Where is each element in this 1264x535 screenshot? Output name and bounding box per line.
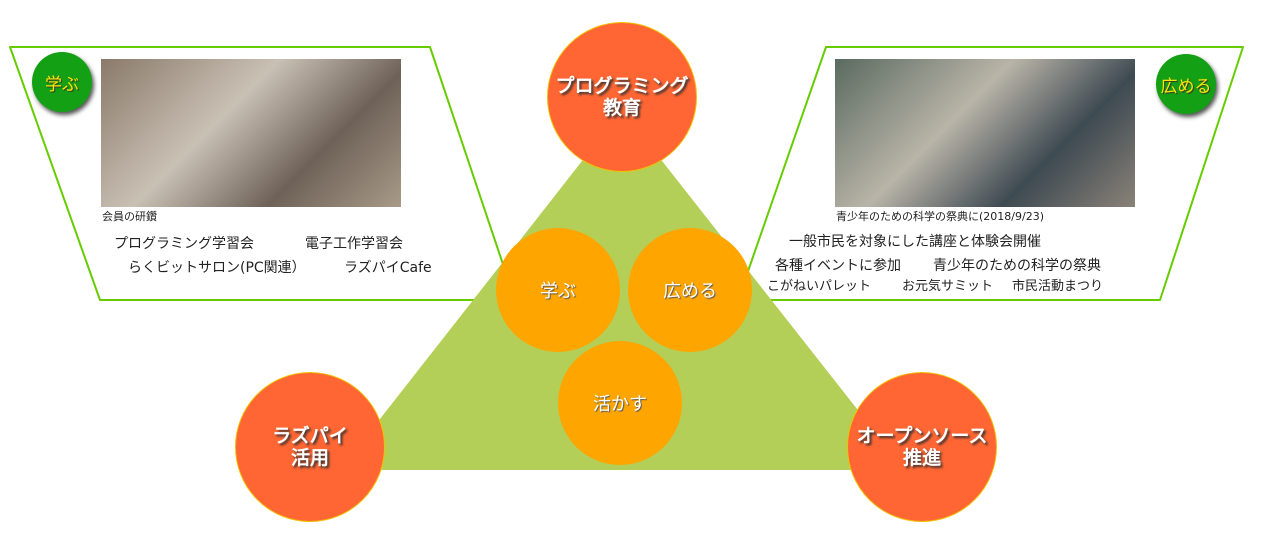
label-line: ラズパイ bbox=[272, 425, 348, 447]
right-photo-caption: 青少年のための科学の祭典に(2018/9/23) bbox=[836, 210, 1044, 223]
label-line: 教育 bbox=[602, 97, 641, 119]
right-item: 一般市民を対象にした講座と体験会開催 bbox=[789, 234, 1041, 250]
label-line: 推進 bbox=[902, 447, 941, 469]
circle-open-source: オープンソース推進 bbox=[847, 372, 997, 522]
badge-spread-label: 広める bbox=[1160, 76, 1212, 97]
right-item: お元気サミット bbox=[902, 279, 994, 294]
label-line: プログラミング bbox=[555, 75, 689, 97]
left-item: らくビットサロン(PC関連） bbox=[128, 260, 306, 276]
badge-learn: 学ぶ bbox=[32, 52, 92, 112]
label-line: オープンソース bbox=[856, 425, 988, 447]
right-item: 各種イベントに参加 bbox=[775, 258, 901, 274]
label-line: 活用 bbox=[290, 447, 329, 469]
badge-spread: 広める bbox=[1156, 54, 1216, 114]
circle-spread: 広める bbox=[628, 228, 752, 352]
right-item: こがねいパレット bbox=[767, 279, 872, 294]
triangle bbox=[340, 110, 905, 470]
left-item: プログラミング学習会 bbox=[114, 236, 254, 252]
label: 学ぶ bbox=[540, 281, 576, 302]
right-item: 市民活動まつり bbox=[1012, 279, 1104, 294]
circle-programming-education: プログラミング教育 bbox=[547, 22, 697, 172]
label: 広める bbox=[663, 281, 717, 302]
left-item: ラズパイCafe bbox=[344, 260, 432, 276]
badge-learn-label: 学ぶ bbox=[45, 74, 79, 95]
right-item: 青少年のための科学の祭典 bbox=[933, 258, 1101, 274]
photo-science-festival bbox=[835, 59, 1135, 207]
photo-member-training bbox=[101, 59, 401, 207]
circle-raspi-usage: ラズパイ活用 bbox=[235, 372, 385, 522]
left-photo-caption: 会員の研鑽 bbox=[102, 210, 157, 223]
circle-learn: 学ぶ bbox=[496, 228, 620, 352]
label: 活かす bbox=[593, 394, 647, 415]
circle-apply: 活かす bbox=[558, 341, 682, 465]
left-item: 電子工作学習会 bbox=[305, 236, 403, 252]
